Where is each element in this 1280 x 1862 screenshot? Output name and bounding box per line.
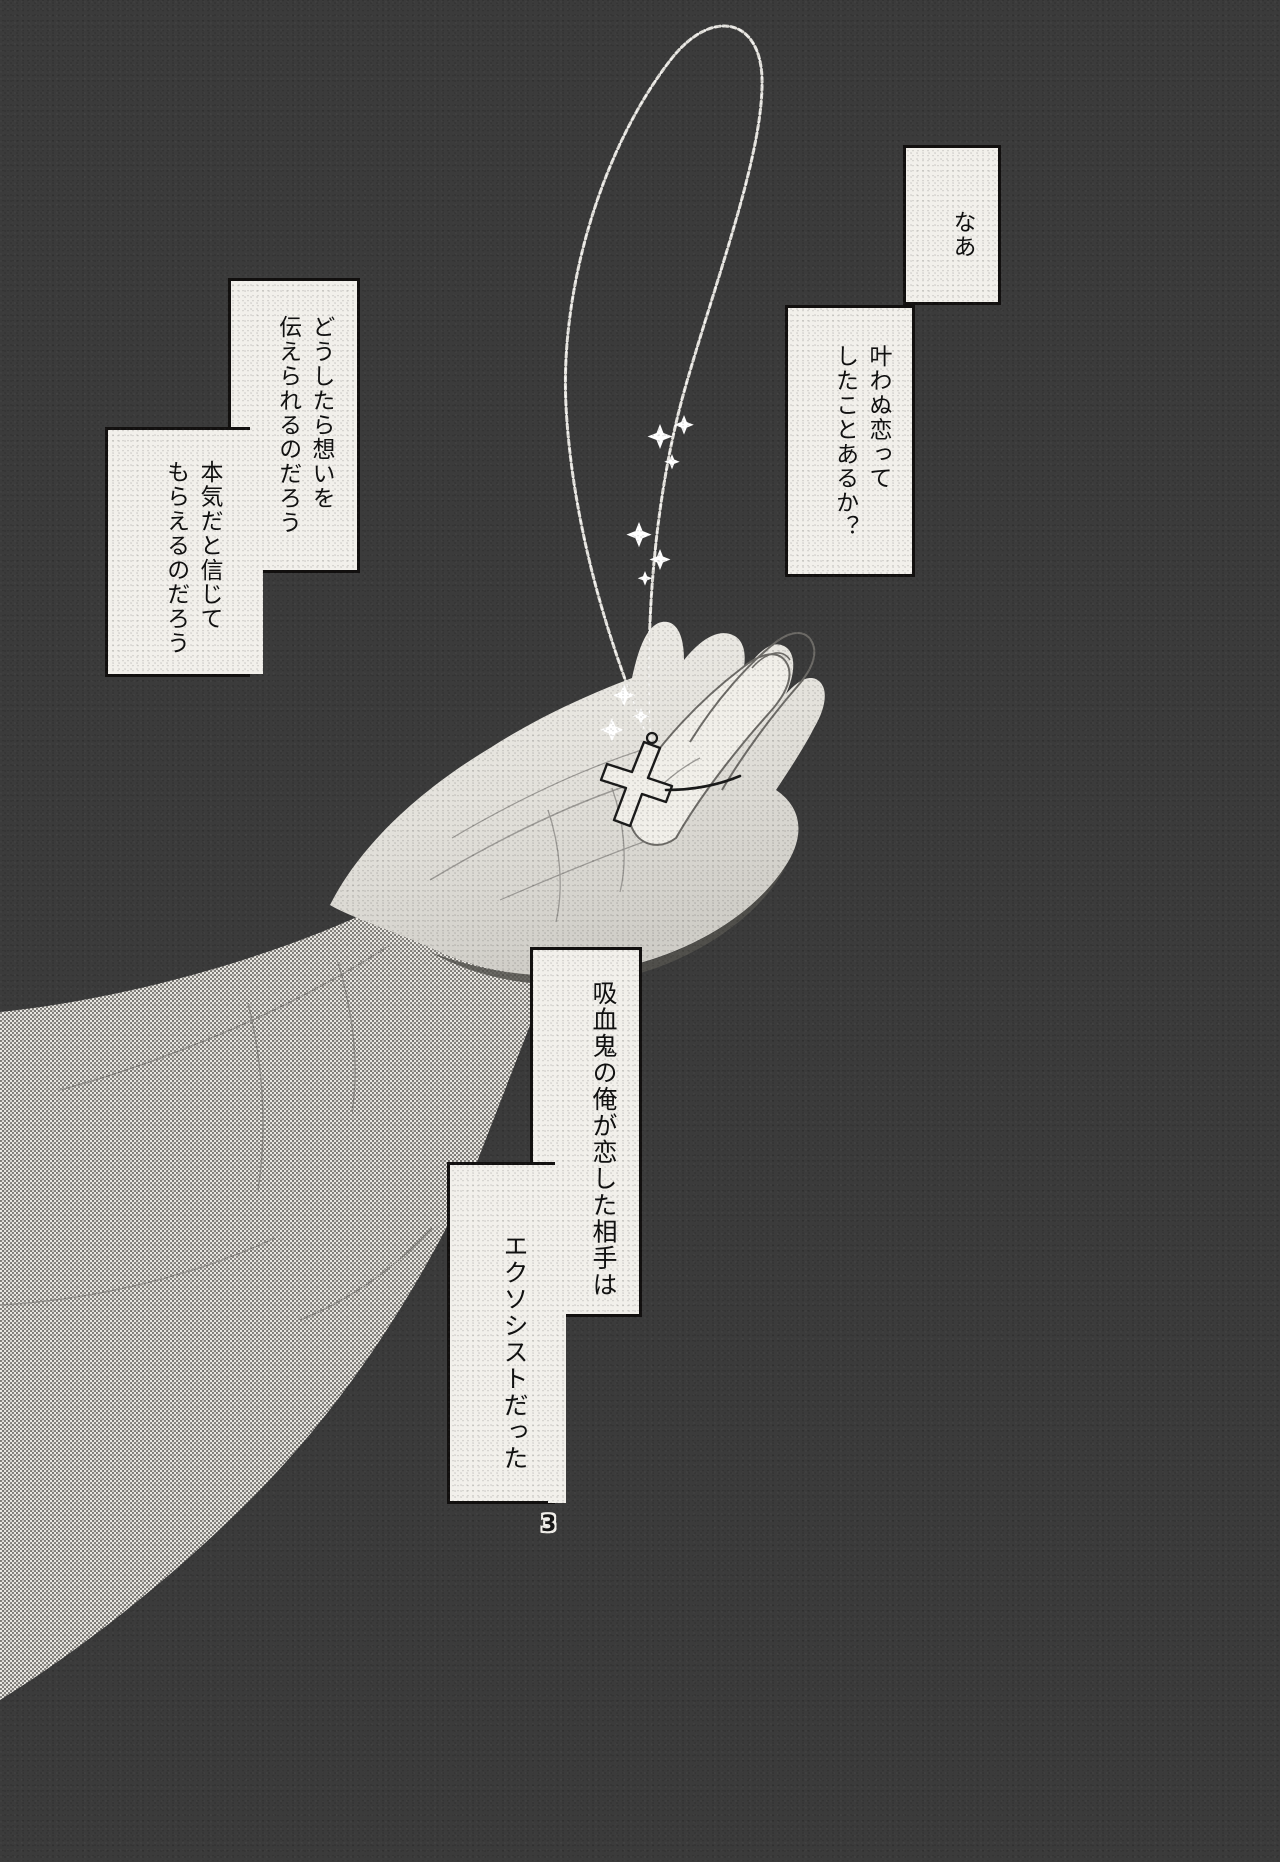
caption-seam-bottom <box>548 1165 566 1503</box>
sparkles <box>600 415 694 742</box>
caption-text-dou: どうしたら想いを 伝えられるのだろう <box>274 315 334 535</box>
caption-text-honki: 本気だと信じて もらえるのだろう <box>162 460 222 656</box>
caption-text-kanawanu: 叶わぬ恋って したことあるか？ <box>831 344 891 540</box>
caption-seam-left <box>247 430 263 674</box>
caption-text-exorcist: エクソシストだった <box>500 1233 529 1472</box>
caption-box-kanawanu: 叶わぬ恋って したことあるか？ <box>785 305 915 577</box>
caption-box-exorcist: エクソシストだった <box>447 1162 555 1504</box>
beaded-chain-highlight <box>564 25 763 746</box>
forearm-artwork <box>0 880 560 1700</box>
caption-box-honki: 本気だと信じて もらえるのだろう <box>105 427 250 677</box>
caption-text-vampire: 吸血鬼の俺が恋した相手は <box>589 980 618 1298</box>
caption-box-naa: なあ <box>903 145 1001 305</box>
cross-pendant <box>599 731 742 828</box>
page-number: 3 <box>541 1512 557 1537</box>
caption-text-naa: なあ <box>949 210 975 259</box>
